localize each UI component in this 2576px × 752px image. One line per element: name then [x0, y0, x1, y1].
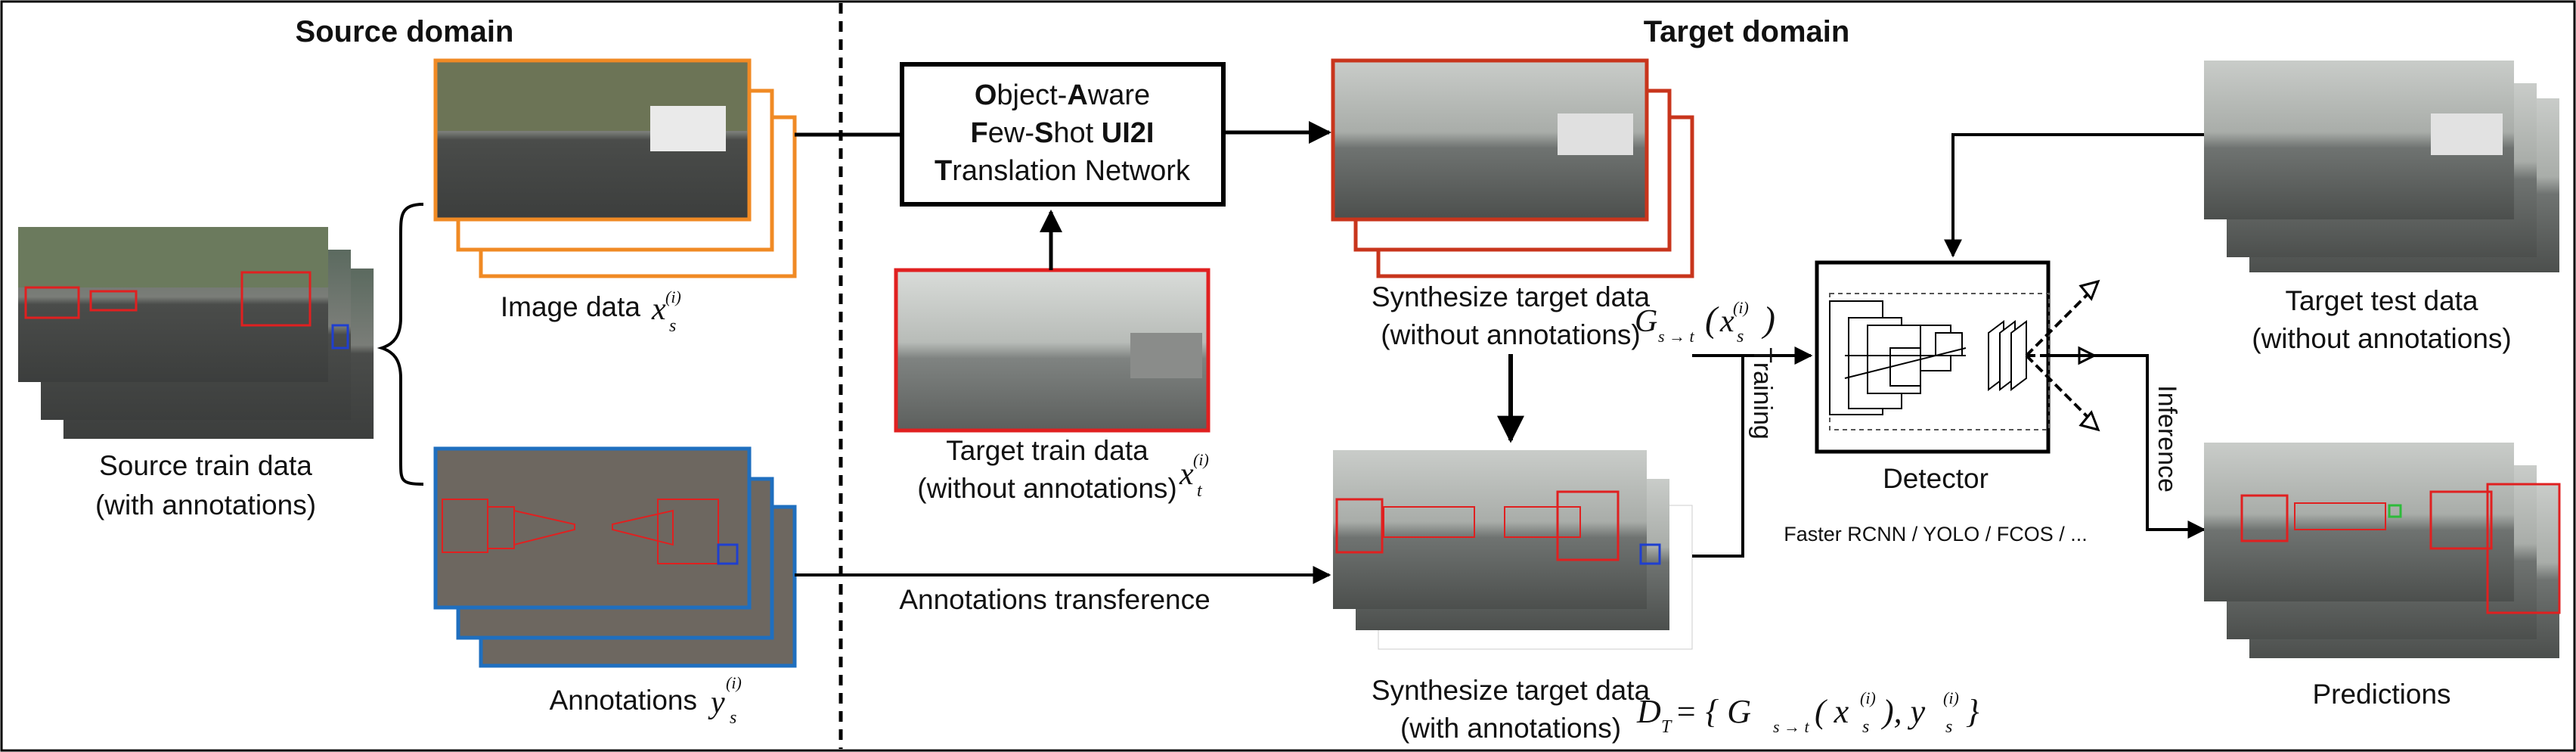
svg-text:(i): (i): [1860, 688, 1876, 707]
image-data-math: x: [651, 292, 666, 327]
curly-brace-icon: [377, 203, 424, 486]
image-data-sub: s: [669, 316, 676, 336]
synth-ann-label-1: Synthesize target data: [1372, 675, 1651, 706]
network-line-2: Few-Shot UI2I: [971, 117, 1155, 149]
source-train-label-2: (with annotations): [95, 489, 316, 520]
svg-text:D: D: [1636, 693, 1661, 730]
svg-text:), y: ), y: [1880, 693, 1926, 730]
svg-text:s → t: s → t: [1658, 327, 1695, 346]
annotations-sup: (i): [726, 673, 742, 692]
svg-text:= { G: = { G: [1675, 693, 1751, 730]
synth-ann-label-2: (with annotations): [1400, 713, 1621, 744]
target-train-sub: t: [1197, 481, 1203, 501]
inference-label: Inference: [2153, 385, 2181, 493]
annotations-stack: [433, 446, 797, 668]
svg-text:s: s: [1737, 327, 1744, 346]
dt-formula: D T = { G s → t ( x s (i) ), y s (i) }: [1636, 688, 1979, 737]
network-line-3: Translation Network: [935, 155, 1191, 187]
annotations-label: Annotations: [550, 685, 697, 716]
annotations-math: y: [708, 685, 725, 720]
network-line-1: Object-Aware: [975, 79, 1150, 111]
svg-text:s → t: s → t: [1773, 717, 1810, 736]
target-test-label-2: (without annotations): [2252, 323, 2511, 354]
image-data-stack: [433, 58, 797, 278]
svg-text:T: T: [1661, 717, 1672, 737]
synth-no-ann-label-1: Synthesize target data: [1372, 281, 1651, 312]
svg-text:(: (: [1705, 300, 1719, 340]
predictions-stack: [2204, 443, 2561, 658]
target-domain-title: Target domain: [1644, 15, 1850, 48]
arrow-inference: [2049, 354, 2206, 539]
annotations-transference-label: Annotations transference: [899, 584, 1210, 615]
svg-text:G: G: [1635, 304, 1657, 339]
synth-no-ann-formula: G s → t ( x s (i) ): [1635, 298, 1775, 346]
svg-text:x: x: [1719, 304, 1734, 339]
svg-text:( x: ( x: [1815, 693, 1849, 730]
target-test-label-1: Target test data: [2285, 285, 2478, 316]
target-train-sup: (i): [1193, 450, 1209, 469]
svg-text:(i): (i): [1733, 298, 1749, 317]
svg-text:}: }: [1966, 693, 1979, 730]
synth-no-ann-label-2: (without annotations): [1381, 319, 1640, 350]
predictions-label: Predictions: [2312, 679, 2450, 710]
annotations-sub: s: [730, 708, 736, 728]
image-data-label: Image data: [501, 291, 641, 322]
source-train-stack: [18, 227, 374, 440]
target-train-image: [894, 268, 1211, 433]
svg-text:(i): (i): [1943, 688, 1959, 707]
svg-text:s: s: [1862, 717, 1869, 737]
synth-ann-stack: [1333, 450, 1693, 650]
detector-label: Detector: [1883, 463, 1989, 494]
source-train-label-1: Source train data: [99, 450, 312, 481]
source-domain-title: Source domain: [296, 15, 514, 48]
image-data-sup: (i): [665, 287, 681, 306]
svg-text:): ): [1761, 300, 1775, 340]
ui2i-network-box: [900, 62, 1226, 207]
svg-text:s: s: [1945, 717, 1952, 737]
target-train-label-1: Target train data: [946, 435, 1149, 466]
neural-network-icon: [1829, 279, 2100, 432]
detector-models: Faster RCNN / YOLO / FCOS / ...: [1784, 523, 2088, 545]
training-label: Training: [1748, 347, 1777, 440]
arrow-test-to-detector: [1944, 133, 2204, 258]
synth-no-ann-stack: [1331, 58, 1694, 278]
arrow-training: [1692, 346, 1813, 558]
target-train-label-2: (without annotations): [917, 473, 1176, 504]
target-test-stack: [2204, 61, 2559, 272]
target-train-math: x: [1179, 457, 1194, 492]
